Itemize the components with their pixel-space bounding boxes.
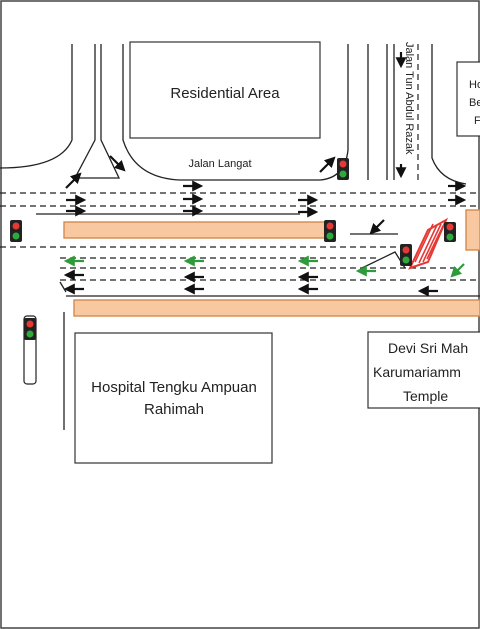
traffic-light-icon bbox=[444, 222, 456, 242]
building-temple bbox=[367, 331, 480, 409]
building-residential-area bbox=[129, 41, 321, 139]
road-jalan-tun-abdul-razak bbox=[367, 44, 467, 185]
building-ho bbox=[456, 61, 480, 137]
traffic-light-icon bbox=[10, 220, 22, 242]
traffic-light-icon bbox=[324, 220, 336, 242]
median-lower bbox=[73, 299, 480, 317]
label-residential-area: Residential Area bbox=[170, 85, 280, 102]
traffic-light-icon bbox=[400, 244, 412, 266]
label-hospital-line1: Hospital Tengku Ampuan bbox=[91, 379, 257, 396]
label-ho-line3: F bbox=[474, 115, 480, 127]
building-hospital bbox=[74, 332, 273, 464]
arrow-icon bbox=[109, 155, 126, 172]
label-ho-line2: Be bbox=[469, 97, 480, 109]
label-hospital-line2: Rahimah bbox=[144, 401, 204, 418]
traffic-light-pole bbox=[23, 315, 37, 385]
arrow-icon bbox=[319, 156, 336, 173]
traffic-light-icon bbox=[337, 158, 349, 180]
label-ho-line1: Ho bbox=[469, 79, 480, 91]
median-right-stub bbox=[465, 209, 480, 251]
label-jalan-tun-abdul-razak: Jalan Tun Abdul Razak bbox=[403, 42, 415, 155]
label-temple-line3: Temple bbox=[403, 388, 448, 404]
arrow-icon bbox=[369, 219, 385, 235]
pedestrian-crossing-icon bbox=[408, 217, 449, 270]
arrows-green bbox=[63, 255, 465, 278]
median-upper bbox=[63, 221, 327, 239]
arrow-icon bbox=[450, 263, 465, 278]
arrows-black bbox=[63, 52, 467, 297]
arrow-icon bbox=[65, 172, 82, 189]
label-temple-line1: Devi Sri Mah bbox=[388, 340, 468, 356]
label-jalan-langat: Jalan Langat bbox=[189, 158, 252, 170]
label-temple-line2: Karumariamm bbox=[373, 364, 461, 380]
